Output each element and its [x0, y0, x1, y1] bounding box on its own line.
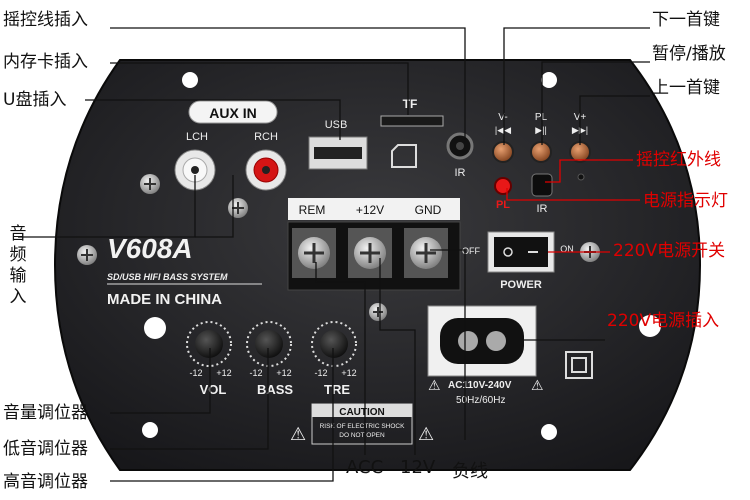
shock-warning-icon-left: ⚠ — [290, 424, 306, 444]
terminal-rem[interactable] — [292, 228, 336, 278]
plus12-label: +12V — [356, 203, 384, 217]
aux-in-label: AUX IN — [209, 105, 256, 121]
aux-in-badge — [188, 100, 278, 124]
terminal-12v[interactable] — [348, 228, 392, 278]
tre-max: +12 — [341, 368, 356, 378]
callout-remote-jack: 摇控线插入 — [3, 10, 88, 30]
callout-audio-input-char: 输 — [9, 266, 27, 286]
play-pause-icon: ▶|| — [535, 125, 547, 135]
model-subtitle: SD/USB HIFI BASS SYSTEM — [107, 272, 228, 282]
callout-12v: 12V — [400, 457, 436, 478]
callout-audio-input: 音 频 输 入 — [8, 224, 28, 308]
callout-pause-play: 暂停/播放 — [652, 44, 726, 64]
tf-label: TF — [403, 97, 418, 111]
screw — [140, 174, 160, 194]
bass-max: +12 — [276, 368, 291, 378]
screw — [228, 198, 248, 218]
terminal-gnd[interactable] — [404, 228, 448, 278]
square-symbol-inner — [571, 357, 587, 373]
callout-volume: 音量调位器 — [3, 403, 88, 423]
pl-label: PL — [535, 112, 548, 123]
callout-treble: 高音调位器 — [3, 472, 88, 492]
callout-acc: ACC — [346, 457, 384, 478]
ac-power-socket[interactable] — [427, 305, 537, 377]
gnd-label: GND — [415, 203, 442, 217]
mount-hole — [541, 72, 557, 88]
mount-hole — [639, 315, 661, 337]
made-in-text: MADE IN CHINA — [107, 291, 222, 308]
usb-label: USB — [325, 119, 348, 131]
caution-header — [312, 404, 412, 417]
ac-frequency: 50Hz/60Hz — [456, 395, 505, 406]
pl-red-label: PL — [496, 199, 510, 211]
ir-receiver-label: IR — [537, 203, 548, 215]
mount-hole — [182, 72, 198, 88]
power-indicator-led — [494, 177, 512, 195]
small-hole — [577, 173, 585, 181]
callout-memory-card: 内存卡插入 — [3, 52, 88, 72]
bass-knob[interactable] — [246, 321, 292, 367]
power-label: POWER — [500, 279, 542, 291]
tre-label: TRE — [324, 382, 350, 397]
rca-right-jack[interactable] — [245, 149, 287, 191]
sd-card-icon — [391, 144, 417, 168]
caution-title: CAUTION — [339, 407, 385, 418]
callout-usb-disk: U盘插入 — [3, 90, 67, 110]
rem-label: REM — [299, 203, 326, 217]
treble-knob[interactable] — [311, 321, 357, 367]
volume-knob[interactable] — [186, 321, 232, 367]
pause-play-button[interactable] — [530, 141, 552, 163]
shock-warning-icon-right: ⚠ — [418, 424, 434, 444]
mount-hole — [142, 422, 158, 438]
callout-leader-lines-right — [503, 27, 650, 341]
mount-hole — [541, 424, 557, 440]
callout-prev-track: 上一首键 — [652, 78, 720, 98]
warning-bolt-icon: ⚠ — [428, 377, 441, 393]
callout-next-track: 下一首键 — [652, 10, 720, 30]
ir-jack-label: IR — [455, 167, 466, 179]
warning-icon: ⚠ — [531, 377, 544, 393]
on-label: ON — [560, 244, 574, 254]
callout-leader-lines — [18, 27, 466, 482]
vol-max: +12 — [216, 368, 231, 378]
remote-wire-jack[interactable] — [446, 132, 474, 160]
square-symbol — [565, 351, 593, 379]
callout-audio-input-char: 入 — [9, 287, 27, 307]
prev-icon: |◀◀ — [495, 125, 511, 135]
callout-ground: 负线 — [452, 461, 488, 482]
rch-label: RCH — [254, 131, 278, 143]
vol-label: VOL — [200, 382, 227, 397]
bass-label: BASS — [257, 382, 293, 397]
vol-min: -12 — [189, 368, 202, 378]
model-name: V608A — [107, 233, 193, 264]
lch-label: LCH — [186, 131, 208, 143]
caution-line-1: RISK OF ELECTRIC SHOCK — [320, 423, 406, 430]
screw — [77, 245, 97, 265]
callout-audio-input-char: 音 — [9, 224, 27, 244]
callout-power-socket: 220V电源插入 — [607, 311, 720, 331]
usb-port[interactable] — [308, 136, 368, 170]
terminal-label-strip — [288, 198, 460, 220]
callout-bass: 低音调位器 — [3, 439, 88, 459]
tf-card-slot[interactable] — [380, 115, 444, 127]
caution-line-2: DO NOT OPEN — [339, 432, 385, 439]
next-track-button[interactable] — [492, 141, 514, 163]
callout-remote-ir: 摇控红外线 — [636, 150, 721, 170]
off-label: OFF — [462, 246, 480, 256]
mount-hole — [144, 317, 166, 339]
callout-audio-input-char: 频 — [9, 245, 27, 265]
screw — [369, 303, 387, 321]
power-rocker-switch[interactable] — [487, 231, 555, 273]
ac-voltage: AC110V-240V — [448, 380, 512, 391]
callout-power-switch: 220V电源开关 — [613, 241, 726, 261]
tre-min: -12 — [314, 368, 327, 378]
callout-power-led: 电源指示灯 — [643, 191, 728, 211]
v-minus-label: V- — [498, 112, 507, 123]
bass-min: -12 — [249, 368, 262, 378]
ir-receiver — [531, 173, 553, 197]
